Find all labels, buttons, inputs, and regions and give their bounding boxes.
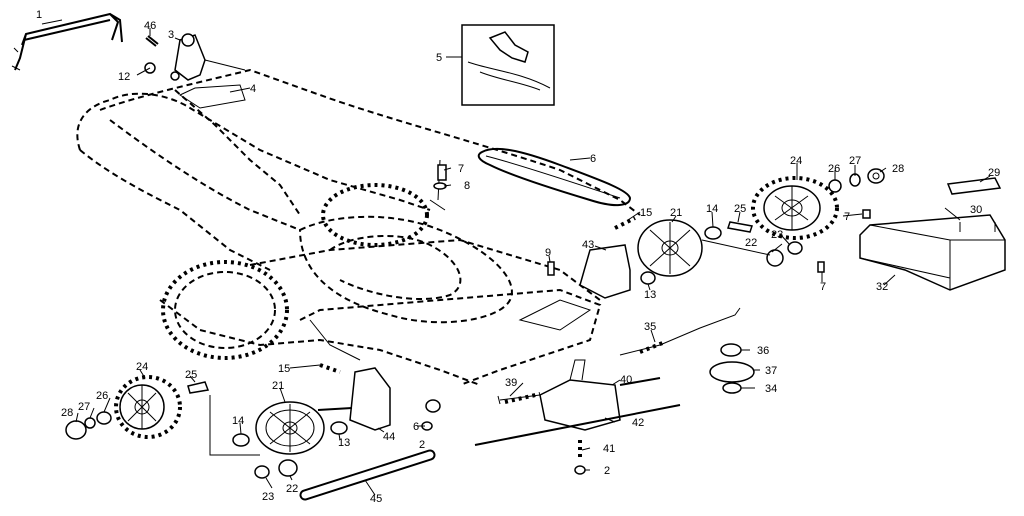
- label-part-7a: 7: [458, 163, 464, 175]
- label-part-41: 41: [603, 443, 615, 455]
- label-part-25a: 25: [734, 203, 746, 215]
- label-part-8: 8: [464, 180, 470, 192]
- label-part-15b: 15: [278, 363, 290, 375]
- part-14-13-44-lower-hardware: [232, 363, 391, 447]
- leader-lines: [41, 19, 991, 496]
- part-29-plate: [946, 177, 1002, 195]
- label-part-23a: 23: [771, 229, 783, 241]
- label-part-46: 46: [144, 20, 156, 32]
- part-36-37-34-pulley: [709, 343, 755, 394]
- part-1-handle-bracket: [11, 12, 123, 71]
- label-part-3: 3: [168, 29, 174, 41]
- part-6-drive-belt: [477, 147, 632, 206]
- label-part-26a: 26: [828, 163, 840, 175]
- part-24-front-wheel-left: [114, 375, 182, 439]
- part-21-drive-gear-upper: [637, 219, 703, 277]
- label-part-1: 1: [36, 9, 42, 21]
- label-part-7c: 7: [820, 281, 826, 293]
- label-part-37: 37: [765, 365, 777, 377]
- label-part-45: 45: [370, 493, 382, 505]
- part-32-rear-shield: [859, 214, 1006, 291]
- label-part-2b: 2: [604, 465, 610, 477]
- mower-deck-outline: [76, 68, 641, 386]
- label-part-13a: 13: [644, 289, 656, 301]
- label-part-24a: 24: [790, 155, 802, 167]
- label-part-21a: 21: [670, 207, 682, 219]
- part-5-inset-detail: [461, 24, 555, 106]
- part-42-transmission: [474, 359, 681, 475]
- label-part-34: 34: [765, 383, 777, 395]
- part-45-axle-rod: [299, 449, 436, 501]
- label-part-15a: 15: [640, 207, 652, 219]
- label-part-27b: 27: [78, 401, 90, 413]
- label-part-23b: 23: [262, 491, 274, 503]
- part-24-rear-wheel-right: [751, 176, 839, 240]
- rear-wheel-outline-upper: [321, 183, 429, 247]
- label-part-7b: 7: [844, 211, 850, 223]
- label-part-36: 36: [757, 345, 769, 357]
- part-14-25-22-23-upper-hardware: [701, 221, 803, 267]
- part-35-cable: [619, 307, 741, 356]
- label-part-21b: 21: [272, 380, 284, 392]
- label-part-22a: 22: [745, 237, 757, 249]
- label-part-14b: 14: [232, 415, 244, 427]
- part-15-43-13-9-upper-hardware: [547, 216, 656, 299]
- label-part-28b: 28: [61, 407, 73, 419]
- part-labels: 1 46 3 12 4 5 6 7 8 24 26 27 28 29 15 21…: [36, 9, 1000, 505]
- label-part-28a: 28: [892, 163, 904, 175]
- label-part-12: 12: [118, 71, 130, 83]
- label-part-14a: 14: [706, 203, 718, 215]
- label-part-9: 9: [545, 247, 551, 259]
- label-part-5: 5: [436, 52, 442, 64]
- label-part-44: 44: [383, 431, 395, 443]
- label-part-13b: 13: [338, 437, 350, 449]
- label-part-22b: 22: [286, 483, 298, 495]
- part-21-drive-gear-lower: [209, 395, 325, 456]
- part-7-8-fasteners: [433, 164, 447, 190]
- label-part-40: 40: [620, 374, 632, 386]
- rear-wheel-outline-left: [161, 260, 289, 360]
- label-part-32: 32: [876, 281, 888, 293]
- label-part-27a: 27: [849, 155, 861, 167]
- label-part-42: 42: [632, 417, 644, 429]
- part-23-22-lower-hardware: [254, 459, 298, 479]
- label-part-39: 39: [505, 377, 517, 389]
- label-part-25b: 25: [185, 369, 197, 381]
- label-part-35: 35: [644, 321, 656, 333]
- label-part-26b: 26: [96, 390, 108, 402]
- label-part-24b: 24: [136, 361, 148, 373]
- label-part-43: 43: [582, 239, 594, 251]
- label-part-4: 4: [250, 83, 256, 95]
- label-part-30: 30: [970, 204, 982, 216]
- label-part-6: 6: [590, 153, 596, 165]
- part-7-lower-right-bolts: [817, 209, 871, 273]
- part-3-control-lever: [144, 33, 246, 81]
- label-part-2a: 2: [419, 439, 425, 451]
- label-part-29: 29: [988, 167, 1000, 179]
- label-part-6b: 6: [413, 421, 419, 433]
- part-6-2-lower-fasteners: [421, 399, 441, 431]
